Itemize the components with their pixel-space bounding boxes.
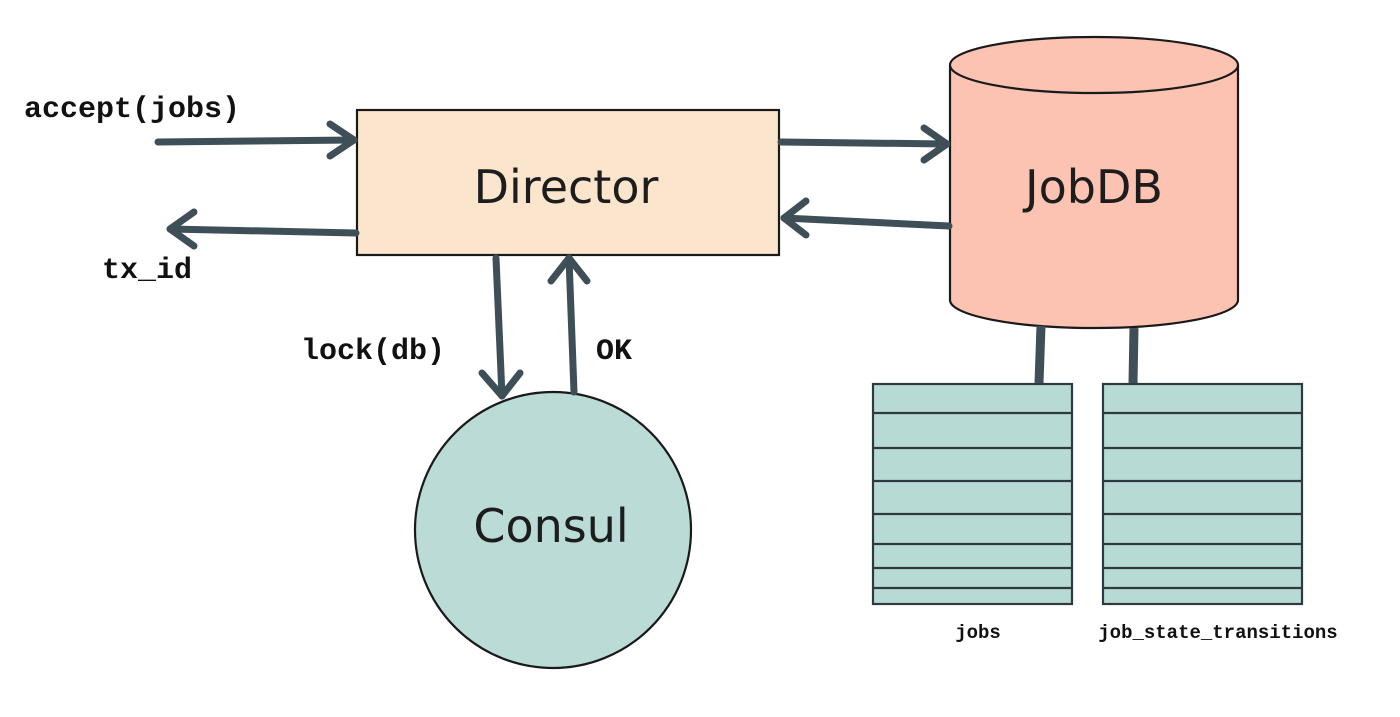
accept-label: accept(jobs) [24, 93, 240, 127]
jobs-table [871, 382, 1074, 606]
tx-id-label: tx_id [102, 254, 192, 288]
director-node: Director [355, 108, 781, 257]
jobs-table-box [871, 382, 1074, 606]
connector-jobdb-jobs [1034, 325, 1046, 384]
jobdb-node: JobDB [948, 35, 1240, 330]
arrow-ok [547, 254, 591, 396]
arrow-jobdb-to-director [780, 197, 953, 239]
jobs-table-label: jobs [955, 622, 1001, 644]
transitions-table-label: job_state_transitions [1098, 622, 1337, 644]
arrow-lock [478, 254, 524, 400]
transitions-table-box [1101, 382, 1304, 606]
arrow-tx-id [166, 208, 360, 250]
arrow-director-to-jobdb [777, 124, 951, 164]
consul-circle [413, 390, 693, 670]
connector-jobdb-transitions [1128, 327, 1139, 384]
jobdb-label: JobDB [1022, 160, 1163, 214]
arrow-accept [154, 120, 358, 160]
consul-label: Consul [473, 499, 628, 553]
jobdb-cylinder-body [948, 65, 1240, 330]
transitions-table [1101, 382, 1304, 606]
director-label: Director [474, 160, 659, 214]
jobdb-cylinder-top [948, 35, 1240, 95]
consul-node: Consul [413, 390, 693, 670]
ok-label: OK [596, 335, 632, 369]
director-box [355, 108, 781, 257]
lock-label: lock(db) [301, 335, 445, 369]
